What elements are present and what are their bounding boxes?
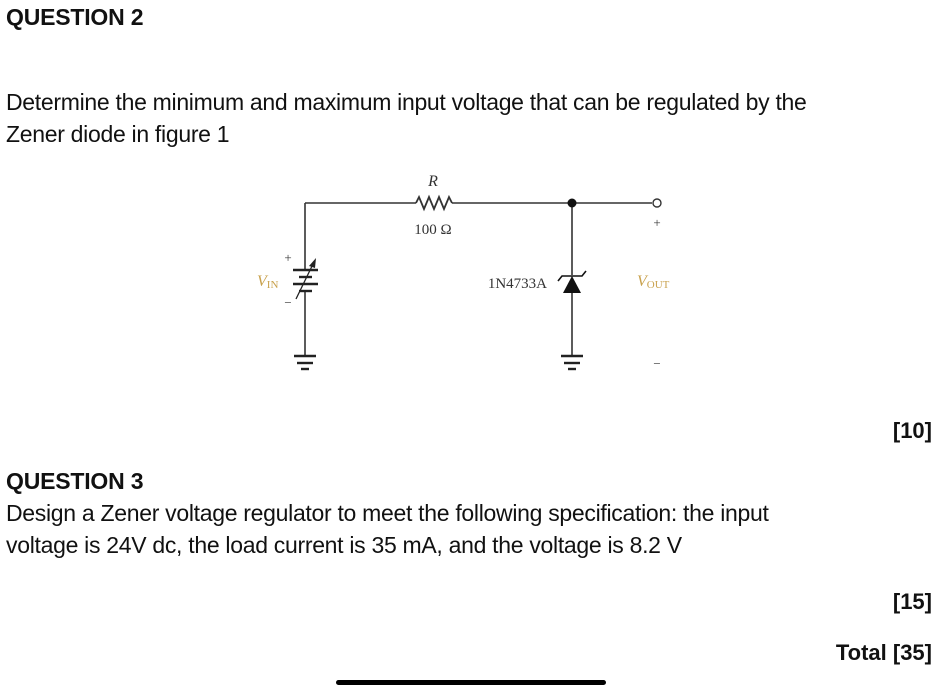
resistor-symbol bbox=[415, 194, 453, 212]
output-terminal-icon bbox=[652, 198, 662, 208]
question-2-text: Determine the minimum and maximum input … bbox=[6, 86, 807, 150]
question-2-heading: QUESTION 2 bbox=[6, 4, 144, 30]
question-3-text: Design a Zener voltage regulator to meet… bbox=[6, 497, 769, 561]
variable-battery-icon bbox=[293, 268, 318, 293]
ground-icon-right bbox=[561, 354, 583, 371]
junction-dot bbox=[567, 198, 577, 208]
vin-label-sub: IN bbox=[267, 279, 279, 291]
vin-plus-sign: + bbox=[284, 250, 291, 265]
vout-minus-sign: − bbox=[653, 356, 660, 371]
vout-plus-sign: + bbox=[653, 215, 660, 230]
question-3-text-line2: voltage is 24V dc, the load current is 3… bbox=[6, 532, 682, 558]
zener-part-number: 1N4733A bbox=[488, 276, 547, 292]
resistor-label: R bbox=[427, 173, 438, 190]
question-3-text-line1: Design a Zener voltage regulator to meet… bbox=[6, 500, 769, 526]
vout-label-sub: OUT bbox=[647, 279, 670, 291]
vin-label: VIN bbox=[257, 273, 278, 291]
question-2-text-line2: Zener diode in figure 1 bbox=[6, 121, 230, 147]
question-3-heading: QUESTION 3 bbox=[6, 468, 144, 494]
home-indicator-bar[interactable] bbox=[336, 680, 606, 685]
ground-icon-left bbox=[294, 354, 316, 371]
vout-label-main: V bbox=[637, 273, 649, 290]
question-2-text-line1: Determine the minimum and maximum input … bbox=[6, 89, 807, 115]
question-2-marks: [10] bbox=[892, 418, 932, 443]
total-marks: Total [35] bbox=[835, 640, 932, 665]
vout-label: VOUT bbox=[637, 273, 670, 291]
zener-diode-icon bbox=[557, 270, 587, 293]
question-3-marks: [15] bbox=[892, 589, 932, 614]
variable-arrow-icon bbox=[295, 258, 316, 300]
vin-minus-sign: − bbox=[284, 295, 291, 310]
resistor-value: 100 Ω bbox=[414, 222, 451, 238]
vin-label-main: V bbox=[257, 273, 269, 290]
